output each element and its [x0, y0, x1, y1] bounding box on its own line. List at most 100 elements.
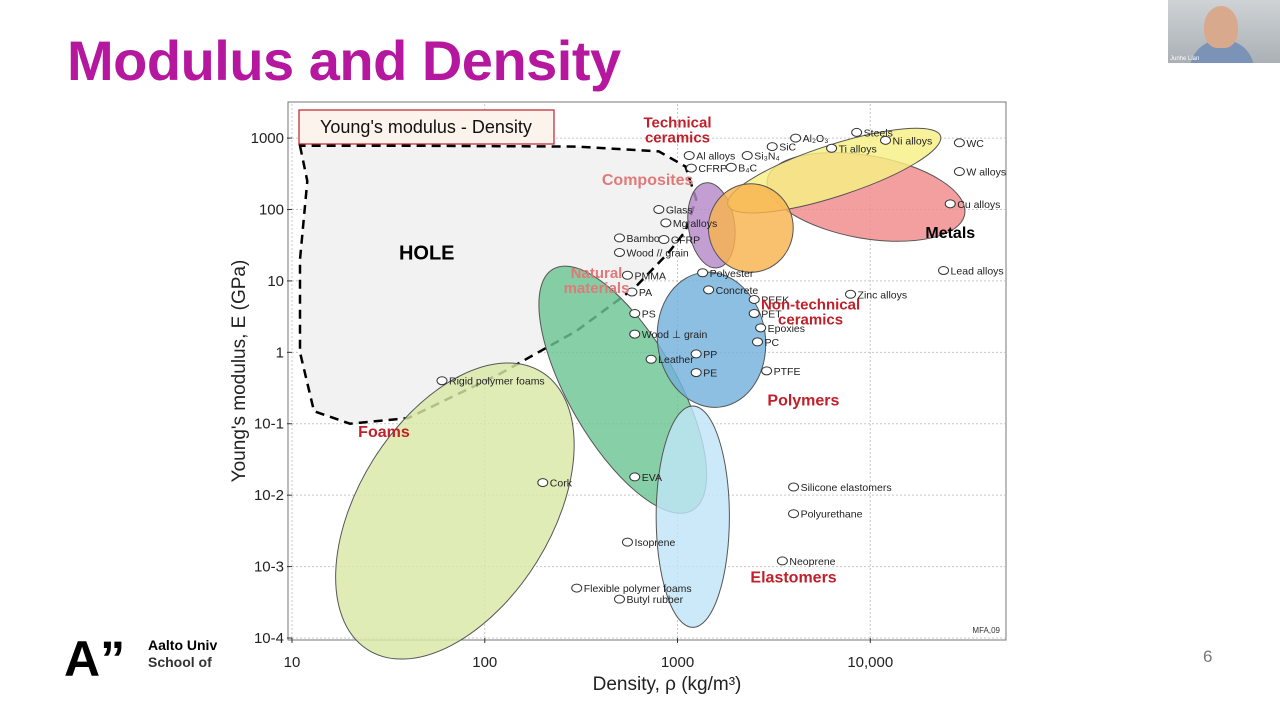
material-polyester — [697, 268, 709, 278]
material-bamboo — [613, 233, 625, 243]
hole-label: HOLE — [399, 242, 455, 264]
material-label-silicone-elastomers: Silicone elastomers — [801, 482, 892, 494]
x-tick-label: 100 — [472, 654, 497, 671]
material-eva — [629, 472, 641, 482]
y-tick-label: 10-4 — [254, 630, 284, 647]
material-cu-alloys — [944, 199, 956, 209]
y-tick-label: 10-1 — [254, 416, 284, 433]
material-label-wc: WC — [966, 138, 984, 150]
material-label-cork: Cork — [550, 478, 573, 490]
webcam-thumbnail[interactable]: Junhe Lian — [1168, 0, 1280, 63]
material-wc — [953, 138, 965, 148]
material-peek — [748, 294, 760, 304]
logo-line2: School of — [148, 654, 212, 670]
family-non-technical-ceramics — [707, 183, 794, 273]
material-label-pet: PET — [761, 308, 782, 320]
material-pe — [690, 368, 702, 378]
material-ps — [629, 308, 641, 318]
y-tick-label: 10-2 — [254, 487, 284, 504]
family-label-foams: Foams — [358, 424, 410, 441]
family-label-elastomers: Elastomers — [750, 569, 836, 586]
y-tick-label: 10 — [267, 273, 284, 290]
material-cfrp — [685, 163, 697, 173]
material-pa — [626, 287, 638, 297]
material-epoxies — [755, 323, 767, 333]
material-label-polyester: Polyester — [710, 268, 754, 280]
material-polyurethane — [788, 509, 800, 519]
logo-line1: Aalto Univ — [148, 637, 218, 653]
material-pet — [748, 308, 760, 318]
material-neoprene — [776, 556, 788, 566]
material-wood-grain — [613, 247, 625, 257]
material-label-cfrp: CFRP — [698, 163, 727, 175]
family-foams — [335, 362, 575, 660]
family-elastomers — [655, 405, 730, 628]
y-tick-label: 1 — [276, 344, 284, 361]
material-label-peek: PEEK — [761, 294, 789, 306]
y-tick-label: 1000 — [251, 130, 284, 147]
material-label-zinc-alloys: Zinc alloys — [858, 289, 908, 301]
material-label-gfrp: GFRP — [671, 235, 700, 247]
material-label-cu-alloys: Cu alloys — [957, 199, 1000, 211]
material-label-bamboo: Bamboo — [626, 233, 665, 245]
y-tick-label: 100 — [259, 201, 284, 218]
material-label-pmma: PMMA — [634, 270, 666, 282]
aalto-logo-mark: A” — [64, 631, 126, 687]
material-label-concrete: Concrete — [716, 285, 759, 297]
y-tick-label: 10-3 — [254, 559, 284, 576]
material-label-wood-grain: Wood // grain — [626, 247, 688, 259]
material-butyl-rubber — [613, 594, 625, 604]
material-label-eva: EVA — [642, 472, 662, 484]
material-label-ps: PS — [642, 308, 656, 320]
material-label-rigid-polymer-foams: Rigid polymer foams — [449, 376, 545, 388]
material-cork — [537, 478, 549, 488]
material-label-ptfe: PTFE — [774, 366, 801, 378]
webcam-person-face — [1204, 6, 1238, 48]
material-label-pa: PA — [639, 287, 652, 299]
material-leather — [645, 354, 657, 364]
chart-title-box: Young's modulus - Density — [298, 109, 555, 145]
material-steels — [851, 127, 863, 137]
material-w-alloys — [953, 167, 965, 177]
material-label-pp: PP — [703, 349, 717, 361]
material-label-epoxies: Epoxies — [768, 323, 805, 335]
material-label-pc: PC — [765, 337, 780, 349]
material-si3n4 — [741, 151, 753, 161]
chart-title: Young's modulus - Density — [320, 117, 532, 137]
material-label-ti-alloys: Ti alloys — [839, 143, 877, 155]
x-tick-label: 10,000 — [847, 654, 893, 671]
material-label-glass: Glass — [666, 204, 693, 216]
webcam-name: Junhe Lian — [1170, 56, 1200, 62]
material-al-alloys — [683, 151, 695, 161]
material-rigid-polymer-foams — [436, 376, 448, 386]
material-label-lead-alloys: Lead alloys — [951, 265, 1004, 277]
material-label-al-alloys: Al alloys — [696, 151, 735, 163]
family-label-polymers: Polymers — [767, 393, 839, 410]
webcam-person-body — [1190, 40, 1254, 63]
material-isoprene — [621, 537, 633, 547]
material-b4c — [725, 162, 737, 172]
slide-title: Modulus and Density — [67, 29, 621, 92]
family-label-composites: Composites — [602, 172, 694, 189]
family-label-metals: Metals — [925, 225, 975, 242]
material-ptfe — [761, 366, 773, 376]
material-pp — [690, 349, 702, 359]
chart-title-frame — [298, 109, 555, 145]
material-label-sic: SiC — [779, 142, 796, 154]
material-al2o3 — [790, 133, 802, 143]
x-tick-label: 1000 — [661, 654, 694, 671]
material-label-si3n4: Si₃N₄ — [754, 151, 779, 163]
y-axis-label: Young's modulus, E (GPa) — [229, 260, 250, 483]
material-zinc-alloys — [845, 289, 857, 299]
material-pmma — [621, 270, 633, 280]
material-label-polyurethane: Polyurethane — [801, 509, 863, 521]
material-label-pe: PE — [703, 368, 717, 380]
material-label-butyl-rubber: Butyl rubber — [626, 594, 683, 606]
material-silicone-elastomers — [788, 482, 800, 492]
material-glass — [653, 204, 665, 214]
